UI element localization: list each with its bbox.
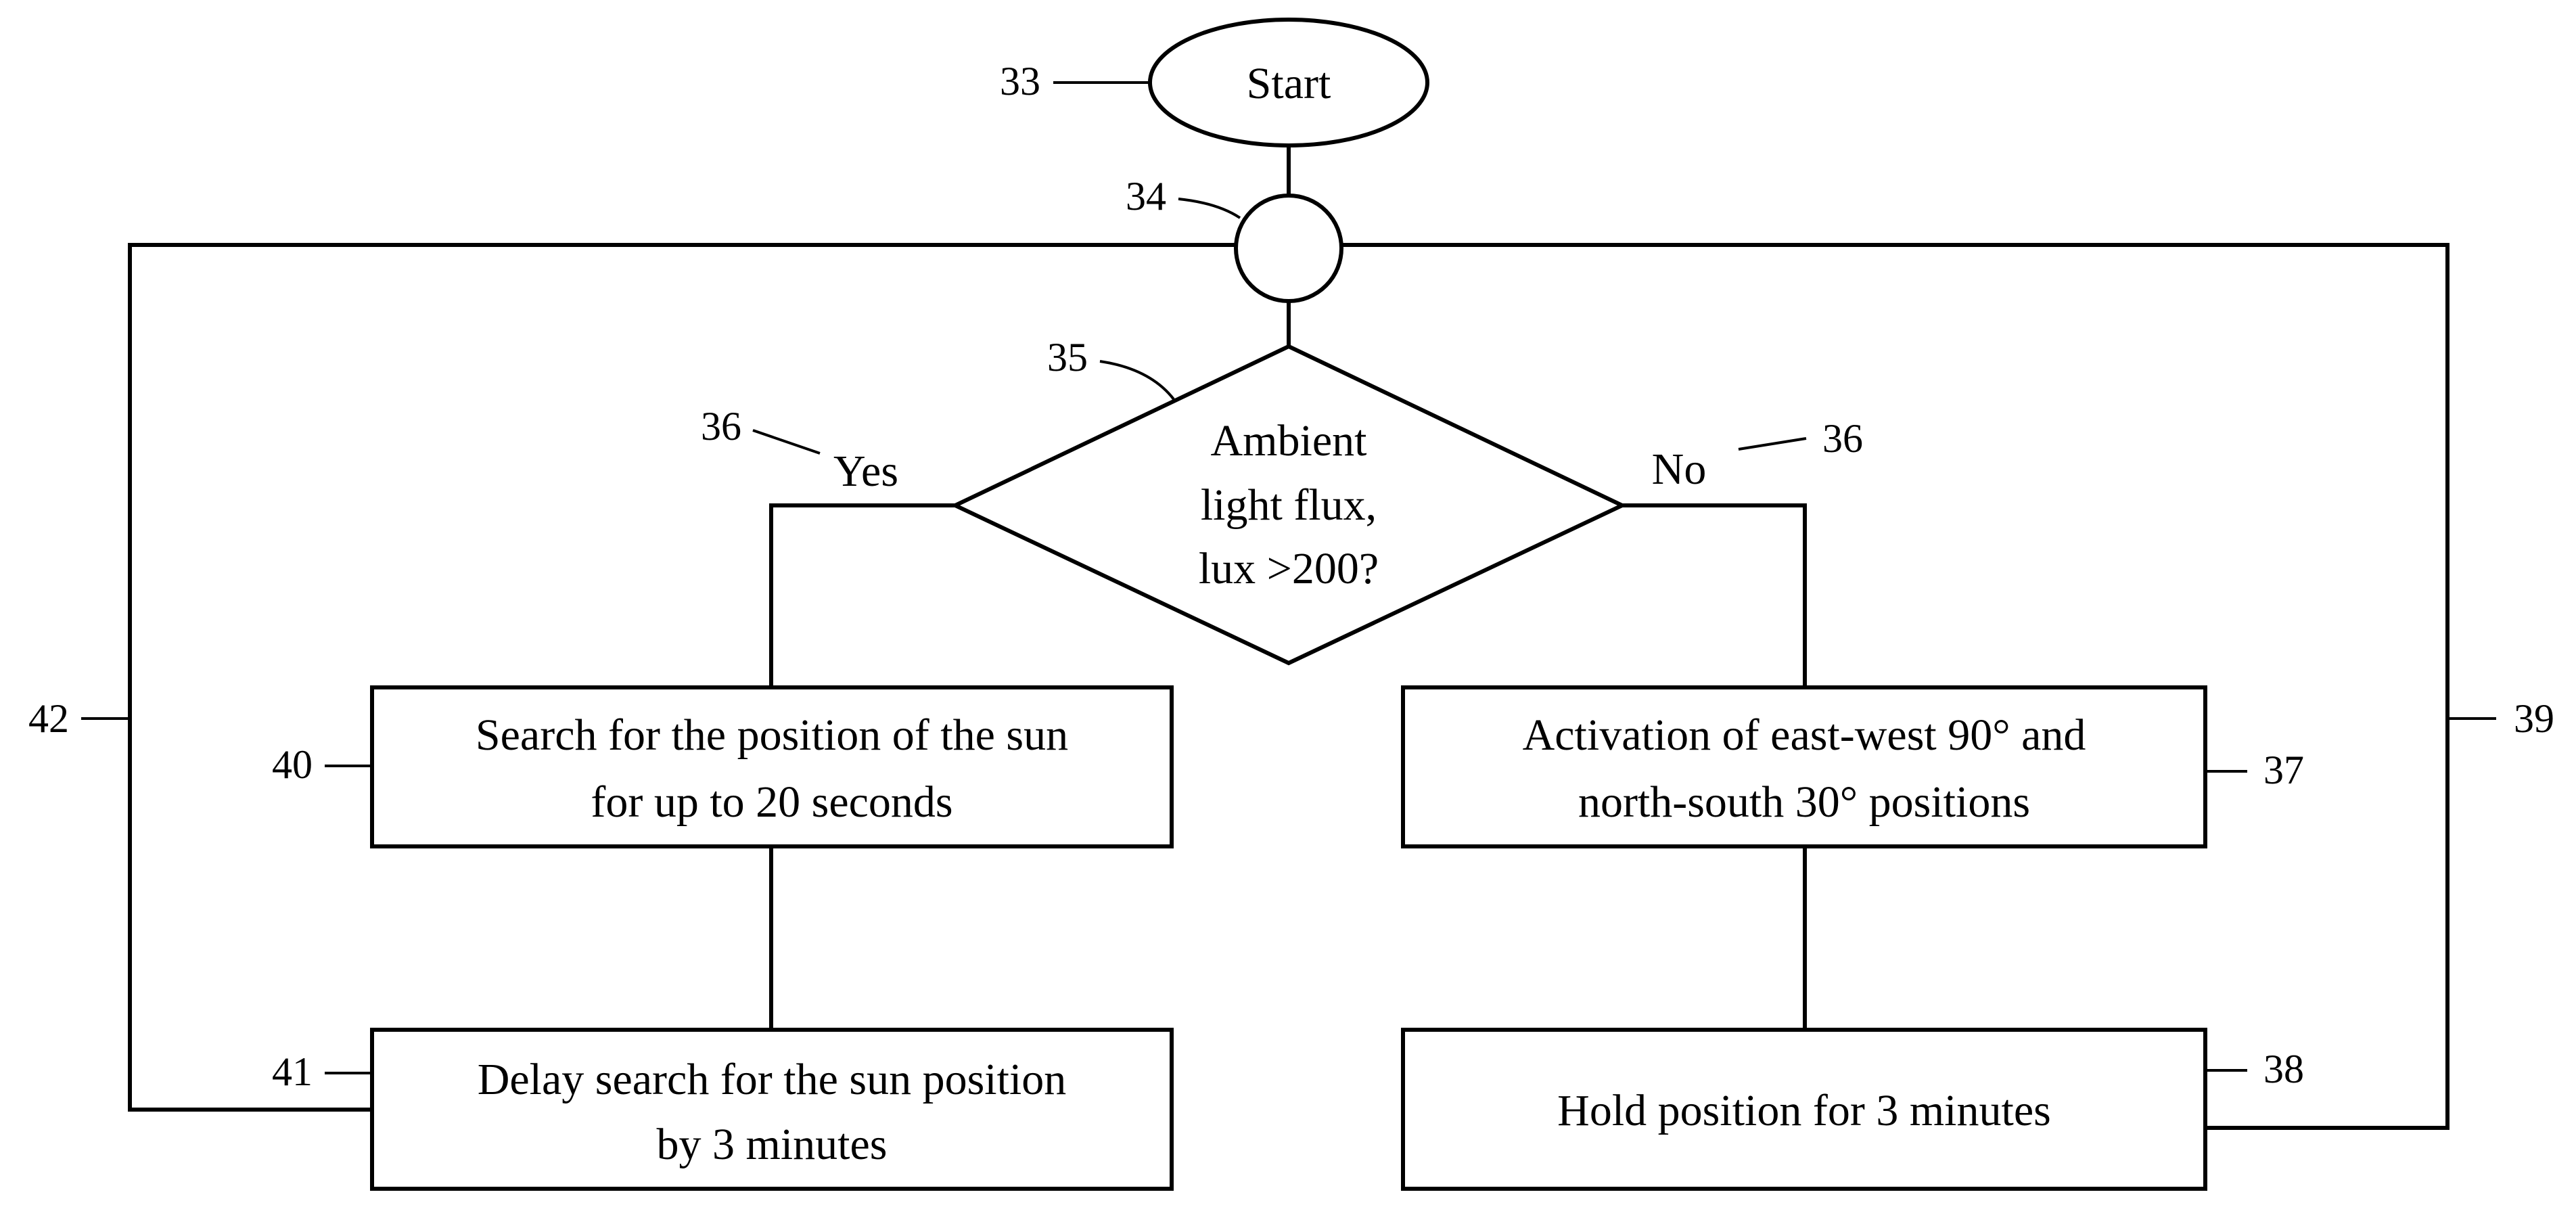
branch-yes-label: Yes (833, 447, 898, 496)
search-box (370, 685, 1174, 848)
ref-35-leader (1099, 360, 1175, 401)
edge-no-branch (1622, 503, 1807, 687)
activation-box (1401, 685, 2207, 848)
decision-line-2: light flux, (1201, 480, 1377, 530)
loop-42-return-line (128, 243, 1235, 1112)
ref-35: 35 (1047, 335, 1088, 380)
ref-38: 38 (2263, 1047, 2304, 1091)
start-label: Start (1247, 59, 1331, 108)
decision-diamond (950, 344, 1627, 666)
delay-line-2: by 3 minutes (657, 1120, 888, 1169)
junction-circle (1234, 194, 1343, 303)
decision-node: Ambient light flux, lux >200? (950, 344, 1627, 666)
delay-box (370, 1028, 1174, 1191)
ref-40: 40 (272, 742, 313, 787)
ref-34-leader (1178, 198, 1241, 219)
ref-36-right-leader (1738, 437, 1807, 451)
decision-line-3: lux >200? (1199, 544, 1379, 593)
hold-node: Hold position for 3 minutes (1401, 1028, 2207, 1191)
delay-line-1: Delay search for the sun position (478, 1055, 1067, 1104)
ref-41: 41 (272, 1049, 313, 1094)
hold-line-1: Hold position for 3 minutes (1557, 1086, 2051, 1135)
ref-36-left: 36 (701, 404, 741, 449)
ref-37: 37 (2263, 748, 2304, 792)
ref-34: 34 (1126, 174, 1166, 219)
hold-box (1401, 1028, 2207, 1191)
start-ellipse (1148, 18, 1429, 147)
delay-node: Delay search for the sun position by 3 m… (370, 1028, 1174, 1191)
edge-yes-branch (769, 503, 955, 687)
start-node: Start (1148, 18, 1429, 147)
loop-39-return-line (1342, 243, 2450, 1130)
activation-line-2: north-south 30° positions (1578, 777, 2030, 827)
decision-line-1: Ambient (1211, 416, 1367, 465)
connectors (128, 145, 2450, 1130)
ref-39: 39 (2514, 696, 2554, 741)
activation-node: Activation of east-west 90° and north-so… (1401, 685, 2207, 848)
search-line-1: Search for the position of the sun (476, 710, 1068, 760)
ref-36-left-leader (752, 429, 821, 455)
search-line-2: for up to 20 seconds (591, 777, 952, 827)
ref-33: 33 (1000, 59, 1040, 104)
ref-36-right: 36 (1822, 416, 1863, 461)
reference-numerals: 33 34 35 36 36 37 38 39 40 41 42 (28, 59, 2554, 1094)
activation-line-1: Activation of east-west 90° and (1523, 710, 2086, 760)
ref-42: 42 (28, 696, 69, 741)
junction-node (1234, 194, 1343, 303)
search-node: Search for the position of the sun for u… (370, 685, 1174, 848)
branch-no-label: No (1652, 445, 1707, 494)
